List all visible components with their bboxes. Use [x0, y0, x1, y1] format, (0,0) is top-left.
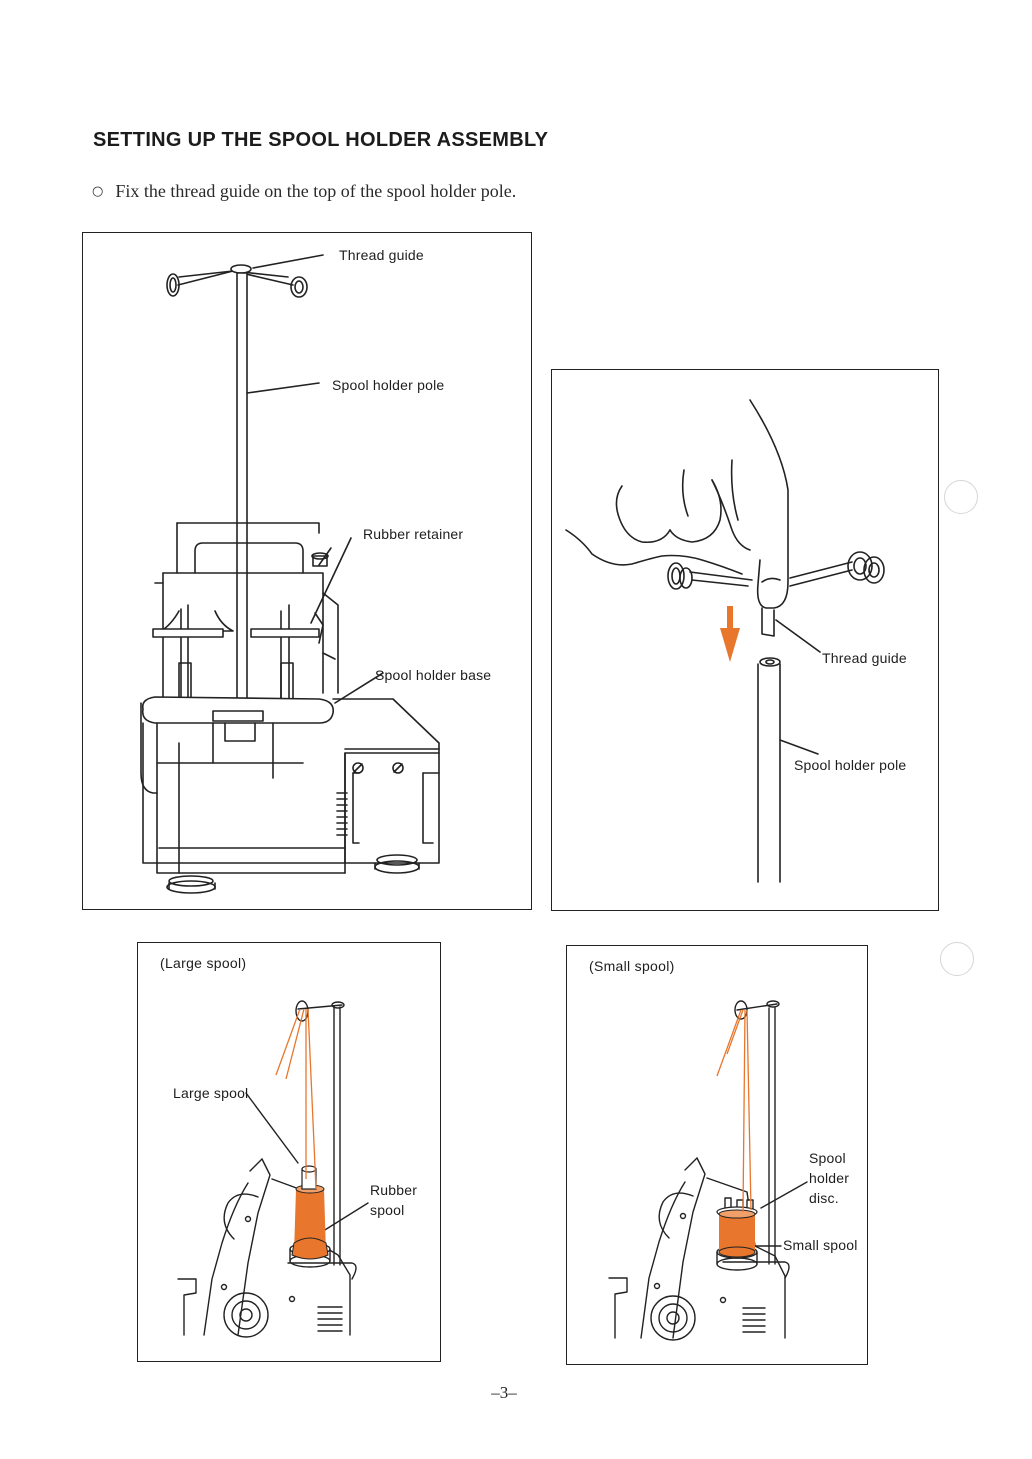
punch-hole-upper [944, 480, 978, 514]
instruction-text: Fix the thread guide on the top of the s… [115, 181, 516, 201]
instruction-line: ○ Fix the thread guide on the top of the … [92, 181, 516, 202]
figure-spool-holder-assembly: Thread guide Spool holder pole Rubber re… [82, 232, 532, 910]
down-arrow-icon [720, 606, 740, 662]
label-small-spool: Small spool [783, 1237, 858, 1253]
label-rubber-spool: Rubber spool [370, 1180, 430, 1220]
small-spool-orange [717, 1207, 757, 1257]
label-spool-holder-pole: Spool holder pole [332, 377, 444, 393]
spool-holder-base [143, 697, 333, 723]
caption-large-spool: (Large spool) [160, 955, 246, 971]
label-thread-guide: Thread guide [822, 650, 907, 666]
hand-outline [566, 530, 742, 574]
label-spool-holder-pole: Spool holder pole [794, 757, 906, 773]
label-spool-holder-base: Spool holder base [375, 667, 491, 683]
hand-illustration [552, 370, 938, 910]
label-large-spool: Large spool [173, 1085, 248, 1101]
large-spool-orange [292, 1166, 328, 1259]
caption-small-spool: (Small spool) [589, 958, 675, 974]
large-spool-illustration [138, 943, 440, 1361]
label-thread-guide: Thread guide [339, 247, 424, 263]
spool-holder-pole [237, 273, 247, 711]
spool-holder-pole [758, 664, 780, 882]
thread-guide-hub [231, 265, 251, 273]
label-spool-holder-disc: Spool holder disc. [809, 1148, 861, 1208]
figure-install-thread-guide: Thread guide Spool holder pole [551, 369, 939, 911]
page-title: SETTING UP THE SPOOL HOLDER ASSEMBLY [93, 129, 548, 152]
page-number: –3– [484, 1383, 524, 1403]
punch-hole-lower [940, 942, 974, 976]
figure-large-spool: (Large spool) Large spool Rubber spool [137, 942, 441, 1362]
bullet-circle-icon: ○ [92, 184, 103, 199]
machine-illustration [83, 233, 531, 909]
thread-guide-wire-right [790, 562, 852, 578]
figure-small-spool: (Small spool) Spool holder disc. Small s… [566, 945, 868, 1365]
label-rubber-retainer: Rubber retainer [363, 526, 463, 542]
